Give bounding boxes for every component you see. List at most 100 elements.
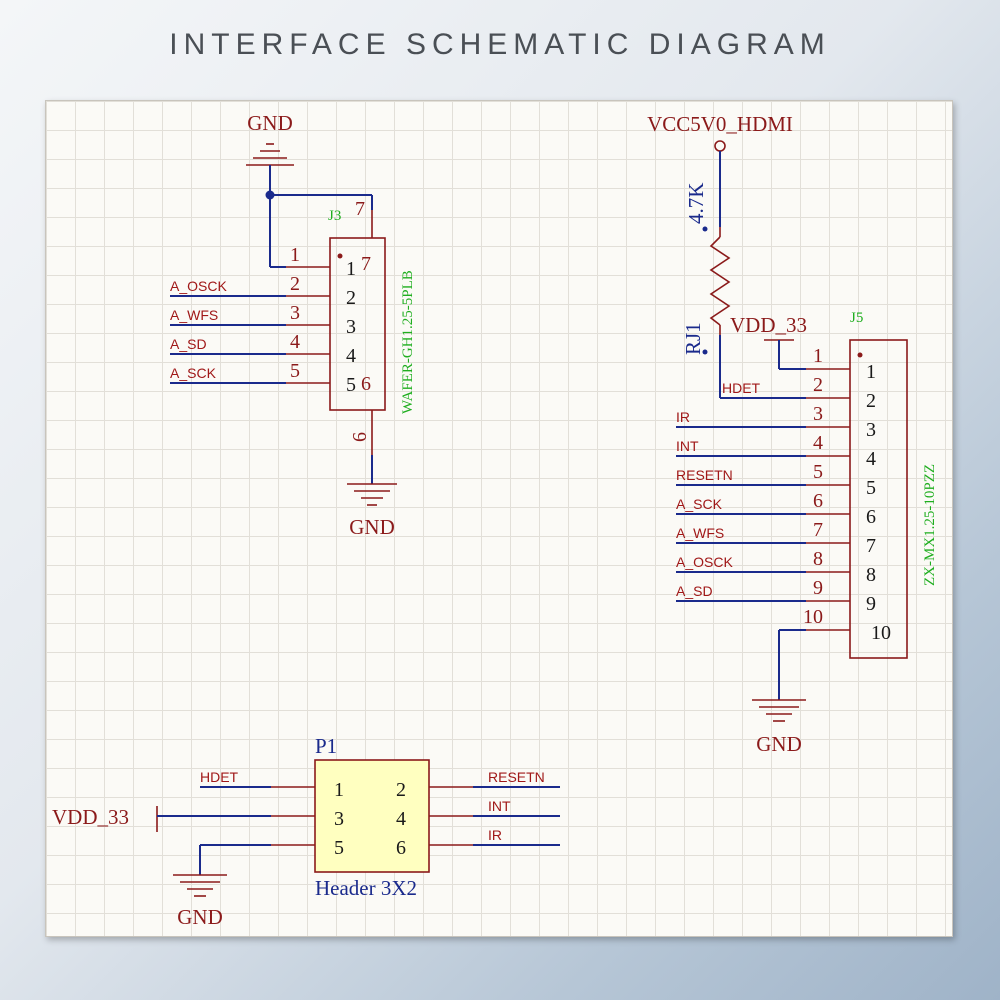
- svg-text:2: 2: [396, 779, 406, 801]
- j3-pin6-inner: 6: [361, 373, 371, 395]
- svg-text:5: 5: [290, 360, 300, 382]
- rj1-designator: RJ1: [681, 322, 705, 355]
- net-label: A_OSCK: [676, 554, 733, 570]
- svg-text:2: 2: [813, 374, 823, 396]
- svg-text:10: 10: [803, 606, 823, 628]
- p1-designator: P1: [315, 734, 337, 758]
- j5-pin-5: RESETN 5 5: [676, 461, 876, 499]
- j5-gnd-symbol: GND: [752, 699, 806, 756]
- p1-gnd-symbol: GND: [173, 874, 227, 929]
- j5-pin-3: IR 3 3: [676, 403, 876, 441]
- j5-pin-6: A_SCK 6 6: [676, 490, 876, 528]
- j3-gnd-top-symbol: GND: [246, 111, 294, 195]
- svg-text:3: 3: [346, 316, 356, 338]
- j3-pin-3: A_WFS 3 3: [170, 302, 356, 338]
- p1-pin-5: [199, 844, 315, 875]
- svg-text:6: 6: [396, 837, 406, 859]
- j5-pin-8: A_OSCK 8 8: [676, 548, 876, 586]
- net-label: A_OSCK: [170, 278, 227, 294]
- j5-connector: J5 VDD_33 ZX-MX1.25-10PZZ 1 1 HDET 2 2 I…: [676, 310, 938, 756]
- j3-pin7-outer: 7: [355, 198, 365, 220]
- p1-gnd-label: GND: [177, 905, 223, 929]
- p1-pin-4: INT: [429, 798, 560, 817]
- power-port-circle: [714, 140, 726, 152]
- svg-text:1: 1: [866, 361, 876, 383]
- svg-text:5: 5: [334, 837, 344, 859]
- net-label: INT: [488, 798, 511, 814]
- svg-text:2: 2: [866, 390, 876, 412]
- p1-pin-2: RESETN: [429, 769, 560, 788]
- svg-text:1: 1: [813, 345, 823, 367]
- svg-text:3: 3: [866, 419, 876, 441]
- j5-supply-label: VDD_33: [730, 313, 807, 337]
- net-label: A_SCK: [170, 365, 217, 381]
- svg-text:9: 9: [866, 593, 876, 615]
- net-label: INT: [676, 438, 699, 454]
- j3-gnd-bottom-label: GND: [349, 515, 395, 539]
- svg-text:2: 2: [290, 273, 300, 295]
- net-label: RESETN: [488, 769, 545, 785]
- net-label: A_SD: [676, 583, 713, 599]
- svg-text:7: 7: [813, 519, 823, 541]
- j3-pin-5: A_SCK 5 5: [170, 360, 356, 396]
- svg-text:5: 5: [813, 461, 823, 483]
- j3-pin-2: A_OSCK 2 2: [170, 273, 356, 309]
- p1-header: P1 1 2 3 4 5 6 Header 3X2 HDET VDD_33: [52, 734, 560, 929]
- net-label: A_SD: [170, 336, 207, 352]
- page-title: INTERFACE SCHEMATIC DIAGRAM: [169, 28, 831, 61]
- j3-gnd-bottom-symbol: GND: [347, 483, 397, 539]
- j3-designator: J3: [328, 208, 341, 224]
- j5-gnd-label: GND: [756, 732, 802, 756]
- svg-text:8: 8: [813, 548, 823, 570]
- net-label: HDET: [200, 769, 239, 785]
- net-label: IR: [676, 409, 690, 425]
- j3-pin7-inner: 7: [361, 253, 371, 275]
- svg-text:2: 2: [346, 287, 356, 309]
- rj1-resistor: VCC5V0_HDMI 4.7K RJ1: [647, 112, 793, 398]
- svg-text:5: 5: [866, 477, 876, 499]
- net-label: A_WFS: [170, 307, 218, 323]
- j3-gnd-top-label: GND: [247, 111, 293, 135]
- svg-text:1: 1: [290, 244, 300, 266]
- net-label: A_WFS: [676, 525, 724, 541]
- p1-pin-1: HDET: [200, 769, 315, 788]
- j5-pin-2: HDET 2 2: [720, 374, 876, 412]
- svg-text:1: 1: [334, 779, 344, 801]
- j5-pin-1: 1 1: [806, 345, 876, 383]
- j5-pin-4: INT 4 4: [676, 432, 876, 470]
- svg-text:7: 7: [866, 535, 876, 557]
- p1-pin-6: IR: [429, 827, 560, 846]
- p1-part-number: Header 3X2: [315, 876, 417, 900]
- j3-pin-6: 6: [349, 410, 373, 484]
- svg-text:4: 4: [866, 448, 876, 470]
- svg-text:10: 10: [871, 622, 891, 644]
- j3-pin-1: 1 1: [286, 244, 356, 280]
- rj1-value: 4.7K: [684, 183, 708, 224]
- svg-text:3: 3: [813, 403, 823, 425]
- j3-body: [329, 237, 386, 411]
- p1-pin-3: VDD_33: [52, 805, 315, 832]
- schematic-sheet: [45, 100, 953, 937]
- svg-text:8: 8: [866, 564, 876, 586]
- rj1-supply-label: VCC5V0_HDMI: [647, 112, 793, 136]
- j5-pin-10: 10 10: [779, 606, 891, 644]
- net-label: HDET: [722, 380, 761, 396]
- svg-text:9: 9: [813, 577, 823, 599]
- svg-text:5: 5: [346, 374, 356, 396]
- j3-pin-4: A_SD 4 4: [170, 331, 356, 367]
- net-label: A_SCK: [676, 496, 723, 512]
- svg-text:1: 1: [346, 258, 356, 280]
- svg-text:6: 6: [866, 506, 876, 528]
- svg-text:4: 4: [813, 432, 823, 454]
- svg-text:3: 3: [290, 302, 300, 324]
- svg-text:6: 6: [813, 490, 823, 512]
- j3-connector: GND J3 7 7 6 WAFER-GH1.25-5PLB 1 1: [170, 111, 416, 539]
- svg-text:3: 3: [334, 808, 344, 830]
- svg-text:4: 4: [346, 345, 356, 367]
- net-label: IR: [488, 827, 502, 843]
- j5-part-number: ZX-MX1.25-10PZZ: [922, 464, 938, 586]
- svg-text:4: 4: [396, 808, 406, 830]
- j5-designator: J5: [850, 310, 863, 326]
- j3-part-number: WAFER-GH1.25-5PLB: [400, 270, 416, 414]
